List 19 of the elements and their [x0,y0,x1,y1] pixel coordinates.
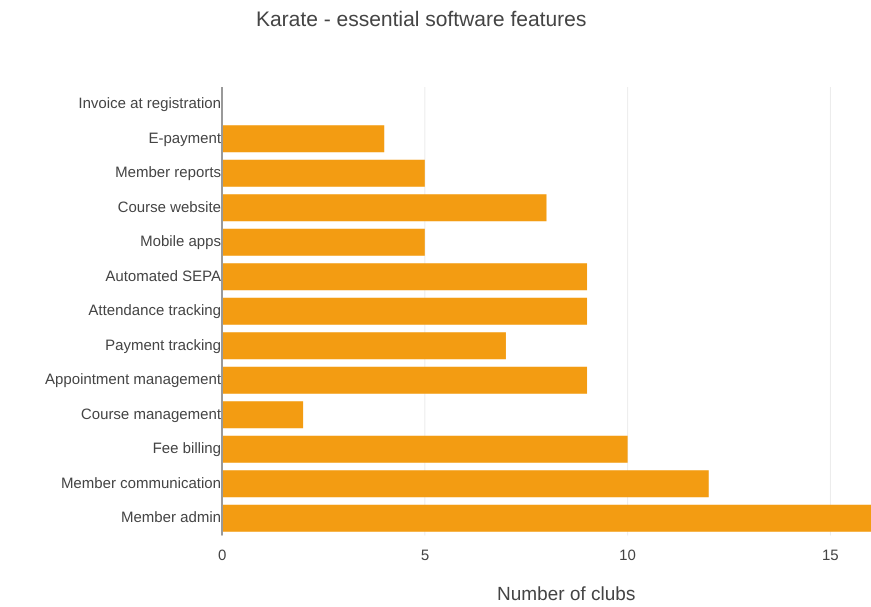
category-label: Automated SEPA [105,268,221,284]
category-label: Fee billing [152,441,221,456]
category-label: Payment tracking [105,338,221,353]
tick-label: 0 [218,548,226,562]
category-label: Member reports [115,165,221,180]
category-label: Member admin [120,510,221,526]
category-label: Appointment management [45,372,221,388]
category-label: Invoice at registration [78,96,221,112]
category-label: Course management [80,406,221,422]
axis-title: Number of clubs [497,585,636,604]
tick-label: 5 [420,548,430,562]
category-label: Mobile apps [140,234,221,250]
chart-title: Karate - essential software features [256,9,586,30]
tick-label: 10 [619,548,636,562]
category-label: E-payment [148,130,221,146]
category-label: Member communication [60,476,221,491]
tick-label: 15 [822,548,839,562]
category-label: Attendance tracking [88,303,221,318]
category-label: Course website [118,200,221,215]
